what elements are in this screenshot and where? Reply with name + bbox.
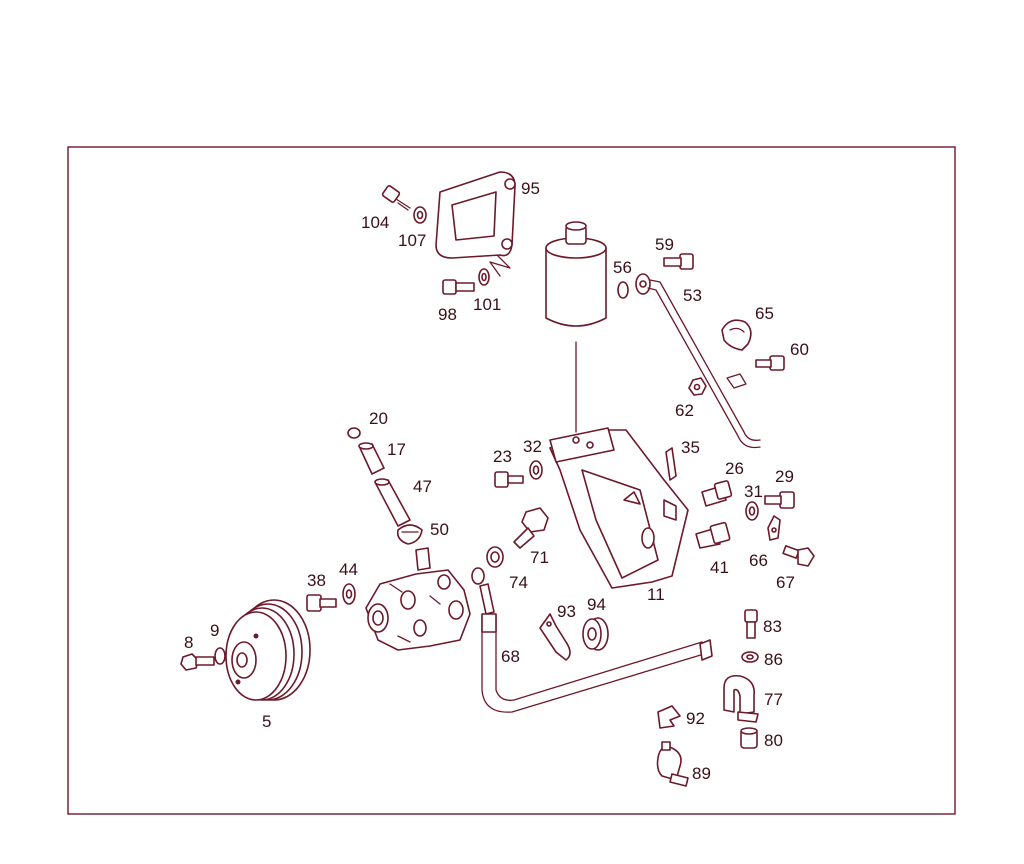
part-77-clamp[interactable] xyxy=(723,674,759,723)
part-53-rod[interactable] xyxy=(635,273,761,449)
part-labels: 95 104 107 98 101 59 56 53 65 60 62 20 1… xyxy=(184,179,809,783)
part-26-bolt[interactable] xyxy=(701,480,733,507)
label-95: 95 xyxy=(521,179,540,198)
part-60-bolt[interactable] xyxy=(755,355,785,371)
part-94-grommet[interactable] xyxy=(582,617,609,651)
label-60: 60 xyxy=(790,340,809,359)
label-5: 5 xyxy=(262,712,271,731)
part-66-tab[interactable] xyxy=(767,515,781,541)
label-31: 31 xyxy=(744,482,763,501)
part-83-bolt[interactable] xyxy=(744,609,758,639)
label-101: 101 xyxy=(473,295,501,314)
label-29: 29 xyxy=(775,467,794,486)
label-23: 23 xyxy=(493,447,512,466)
label-94: 94 xyxy=(587,595,606,614)
label-68: 68 xyxy=(501,647,520,666)
part-50-clamp[interactable] xyxy=(396,524,423,545)
label-93: 93 xyxy=(557,602,576,621)
part-8-bolt[interactable] xyxy=(180,653,215,671)
label-77: 77 xyxy=(764,690,783,709)
label-53: 53 xyxy=(683,286,702,305)
part-107-washer[interactable] xyxy=(413,206,427,224)
diagram-frame xyxy=(67,146,956,815)
label-83: 83 xyxy=(763,617,782,636)
part-23-bolt[interactable] xyxy=(494,471,524,488)
part-68-pressure-hose[interactable] xyxy=(471,567,713,713)
part-31-washer[interactable] xyxy=(745,501,759,521)
label-71: 71 xyxy=(530,548,549,567)
label-35: 35 xyxy=(681,438,700,457)
part-89-clamp[interactable] xyxy=(656,741,689,787)
label-26: 26 xyxy=(725,459,744,478)
label-47: 47 xyxy=(413,477,432,496)
label-41: 41 xyxy=(710,558,729,577)
rod-bracket xyxy=(726,373,747,389)
label-44: 44 xyxy=(339,560,358,579)
label-11: 11 xyxy=(647,585,665,604)
part-56-washer[interactable] xyxy=(617,281,629,299)
label-80: 80 xyxy=(764,731,783,750)
label-56: 56 xyxy=(613,258,632,277)
part-59-bolt[interactable] xyxy=(663,253,694,270)
part-65-clamp[interactable] xyxy=(721,319,752,351)
label-66: 66 xyxy=(749,551,768,570)
part-44-washer[interactable] xyxy=(342,583,356,605)
label-92: 92 xyxy=(686,709,705,728)
part-17-fitting[interactable] xyxy=(358,442,385,475)
part-71-banjo-bolt[interactable] xyxy=(513,507,549,549)
part-20-o-ring[interactable] xyxy=(347,427,361,439)
label-50: 50 xyxy=(430,520,449,539)
part-5-pulley[interactable] xyxy=(225,599,311,701)
label-67: 67 xyxy=(776,573,795,592)
part-93-clip[interactable] xyxy=(539,613,571,661)
power-steering-pump[interactable] xyxy=(365,547,471,651)
label-89: 89 xyxy=(692,764,711,783)
part-11-mounting-bracket[interactable] xyxy=(549,427,689,589)
label-38: 38 xyxy=(307,571,326,590)
part-35-pin[interactable] xyxy=(665,447,677,481)
part-98-bolt[interactable] xyxy=(442,279,475,295)
label-59: 59 xyxy=(655,235,674,254)
label-65: 65 xyxy=(755,304,774,323)
part-38-bolt[interactable] xyxy=(306,594,337,612)
label-107: 107 xyxy=(398,231,426,250)
label-32: 32 xyxy=(523,437,542,456)
label-98: 98 xyxy=(438,305,457,324)
part-101-washer[interactable] xyxy=(478,268,490,286)
part-67-bolt[interactable] xyxy=(782,545,815,567)
part-29-bolt[interactable] xyxy=(764,491,795,509)
label-62: 62 xyxy=(675,401,694,420)
label-104: 104 xyxy=(361,213,389,232)
part-32-washer[interactable] xyxy=(529,460,543,480)
label-86: 86 xyxy=(764,650,783,669)
reservoir-canister[interactable] xyxy=(545,221,607,433)
label-17: 17 xyxy=(387,440,406,459)
part-9-washer[interactable] xyxy=(214,647,226,665)
label-8: 8 xyxy=(184,633,193,652)
part-95-bracket[interactable] xyxy=(435,171,516,277)
part-62-nut[interactable] xyxy=(688,377,707,396)
label-9: 9 xyxy=(210,621,219,640)
part-41-bolt[interactable] xyxy=(695,521,731,549)
part-104-bolt[interactable] xyxy=(381,185,411,211)
label-20: 20 xyxy=(369,409,388,428)
part-47-hose[interactable] xyxy=(374,478,411,527)
part-80-bush[interactable] xyxy=(740,727,758,749)
part-86-washer[interactable] xyxy=(741,651,759,663)
part-92-clip[interactable] xyxy=(657,705,681,729)
part-74-seal-ring[interactable] xyxy=(486,546,504,568)
label-74: 74 xyxy=(509,573,528,592)
